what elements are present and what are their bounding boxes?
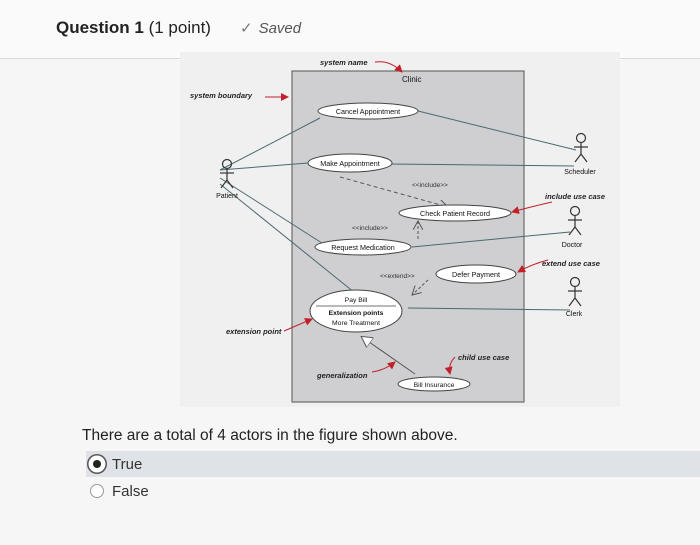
use-case-label: Request Medication <box>331 243 395 252</box>
saved-status: ✓ Saved <box>240 19 301 37</box>
extend-line <box>412 279 429 295</box>
use-case-label: Pay Bill <box>345 297 368 304</box>
annotation-system-boundary: system boundary <box>190 91 253 100</box>
actor-patient-label: Patient <box>216 193 238 200</box>
question-points: (1 point) <box>148 18 211 37</box>
use-case-label: Defer Payment <box>452 270 500 279</box>
option-false[interactable]: False <box>86 478 700 504</box>
question-title: Question 1 (1 point) <box>56 18 211 38</box>
generalization-line <box>362 337 416 375</box>
system-boundary-box <box>291 70 525 403</box>
annotation-extension-point: extension point <box>226 327 282 336</box>
include-label-2: <<include>> <box>352 225 388 232</box>
generalization-arrow <box>371 361 396 373</box>
question-label: Question 1 <box>56 18 144 37</box>
annotation-extend-use-case: extend use case <box>542 259 600 268</box>
actor-clerk-icon <box>568 276 582 307</box>
use-case-label: Cancel Appointment <box>336 107 400 116</box>
assoc-patient-cancel <box>219 117 321 171</box>
include-use-case-arrow <box>511 201 553 214</box>
actor-doctor-label: Doctor <box>562 242 583 249</box>
extend-use-case-arrow <box>517 259 549 273</box>
system-name-label: Clinic <box>402 75 422 84</box>
include-line-1 <box>339 176 448 207</box>
assoc-request-doctor <box>411 231 571 248</box>
assoc-patient-request <box>219 177 326 246</box>
use-case-defer-payment: Defer Payment <box>435 264 517 284</box>
use-case-make-appointment: Make Appointment <box>307 153 393 173</box>
use-case-label: Bill Insurance <box>414 382 455 389</box>
annotation-generalization: generalization <box>316 371 368 380</box>
actor-scheduler-icon <box>574 132 588 163</box>
option-true[interactable]: True <box>86 451 700 477</box>
actor-patient-icon <box>220 158 234 189</box>
use-case-label: Check Patient Record <box>420 209 490 218</box>
include-label-1: <<include>> <box>412 182 448 189</box>
use-case-label: Make Appointment <box>320 159 380 168</box>
assoc-patient-make <box>219 162 309 171</box>
use-case-diagram-figure: system name Clinic system boundary <<inc… <box>180 52 620 407</box>
assoc-patient-paybill <box>219 183 361 298</box>
use-case-request-medication: Request Medication <box>314 238 412 256</box>
radio-button[interactable] <box>90 484 104 498</box>
assoc-cancel-scheduler <box>417 110 577 151</box>
use-case-check-patient-record: Check Patient Record <box>398 204 512 222</box>
more-treatment-label: More Treatment <box>332 320 380 327</box>
extension-point-arrow <box>283 318 313 332</box>
annotation-system-name: system name <box>320 58 368 67</box>
radio-button-selected[interactable] <box>90 457 104 471</box>
question-header: Question 1 (1 point) ✓ Saved <box>0 0 700 59</box>
actor-clerk-label: Clerk <box>566 311 583 318</box>
system-name-arrow <box>374 61 403 73</box>
actor-doctor-icon <box>568 205 582 236</box>
assoc-make-scheduler <box>389 163 575 167</box>
question-prompt: There are a total of 4 actors in the fig… <box>82 427 458 444</box>
annotation-child-use-case: child use case <box>458 353 509 362</box>
child-use-case-arrow <box>444 356 456 375</box>
extend-label: <<extend>> <box>380 273 415 280</box>
use-case-pay-bill: Pay Bill Extension points More Treatment <box>309 289 403 333</box>
extension-points-label: Extension points <box>329 310 384 317</box>
annotation-include-use-case: include use case <box>545 192 605 201</box>
saved-label: Saved <box>258 20 302 37</box>
use-case-diagram: system name Clinic system boundary <<inc… <box>180 52 620 407</box>
check-icon: ✓ <box>240 20 253 37</box>
option-label: False <box>112 482 149 500</box>
assoc-paybill-clerk <box>407 307 571 311</box>
use-case-cancel-appointment: Cancel Appointment <box>317 102 419 120</box>
use-case-bill-insurance: Bill Insurance <box>397 376 471 392</box>
option-label: True <box>112 455 143 473</box>
actor-scheduler-label: Scheduler <box>564 169 596 176</box>
